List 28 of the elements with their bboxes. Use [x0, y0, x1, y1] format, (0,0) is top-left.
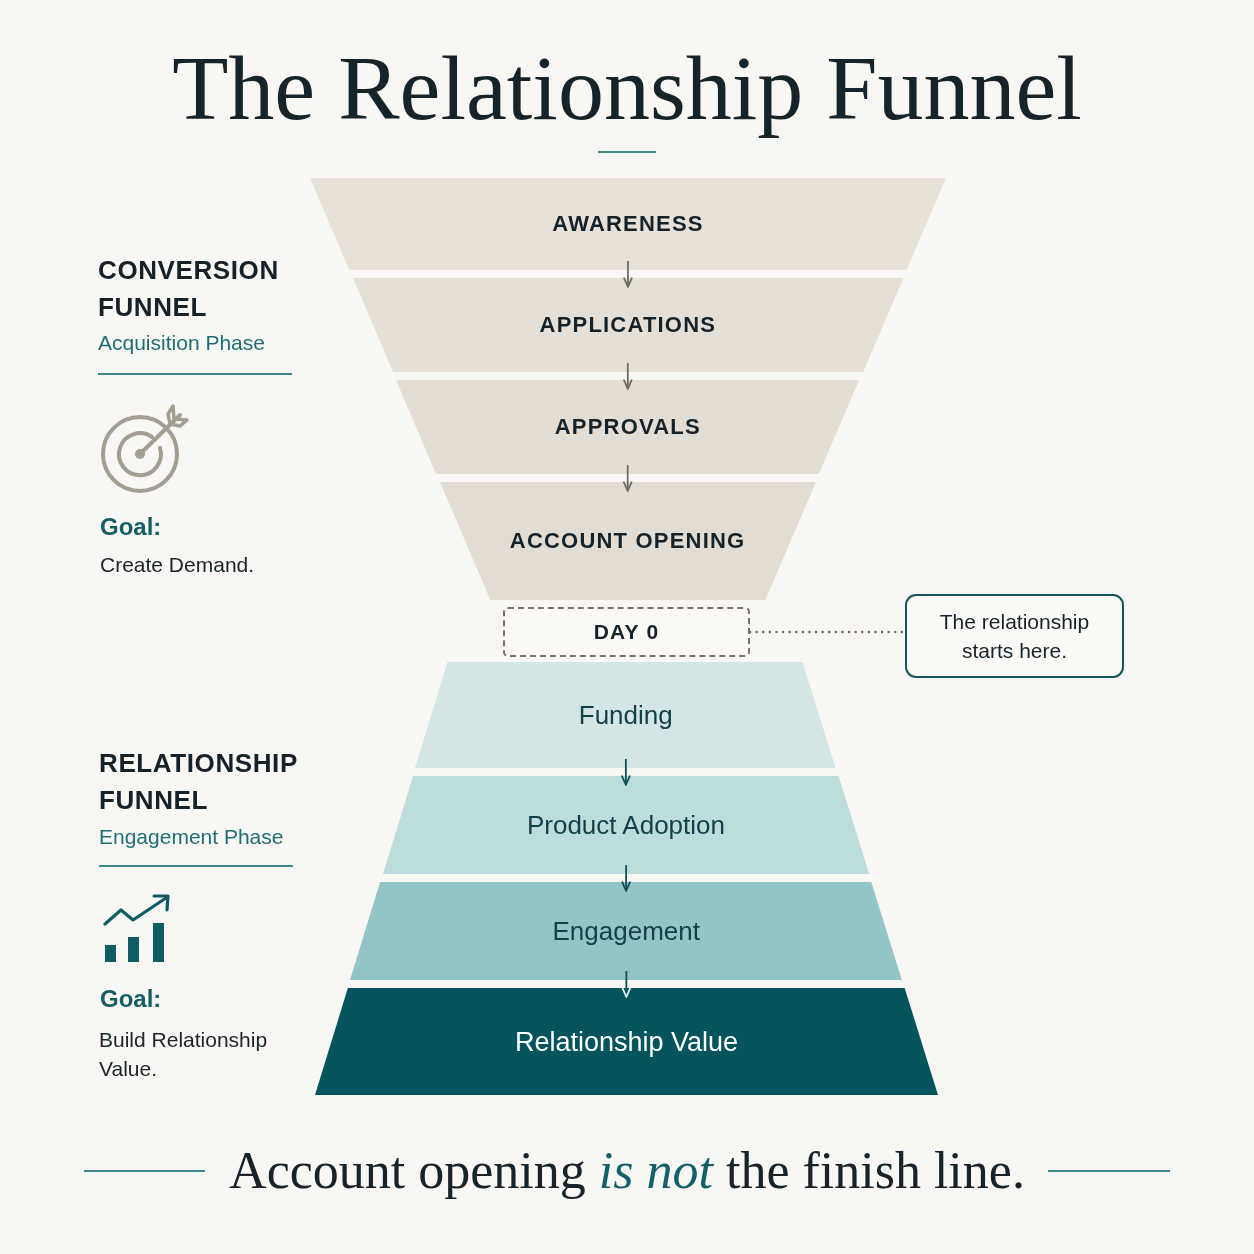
goal-heading: Goal: [100, 985, 162, 1012]
section-heading: CONVERSION FUNNEL [98, 255, 279, 322]
goal-text: Create Demand. [100, 553, 255, 576]
arrow [622, 464, 633, 492]
arrow [621, 970, 632, 998]
stage-label: Relationship Value [514, 1025, 739, 1059]
stage-label: AWARENESS [552, 210, 704, 238]
stage-label: Engagement [552, 915, 700, 947]
section-heading: RELATIONSHIP FUNNEL [99, 748, 298, 815]
arrow [621, 758, 631, 786]
arrow [621, 864, 631, 892]
stage-label: APPROVALS [554, 413, 701, 441]
caption: Account opening is not the finish line. [229, 1142, 1025, 1199]
arrow [623, 260, 633, 288]
phase-subtitle: Acquisition Phase [98, 331, 265, 354]
goal-heading: Goal: [100, 513, 162, 540]
arrow [623, 362, 633, 390]
title: The Relationship Funnel [172, 37, 1082, 139]
stage-label: ACCOUNT OPENING [509, 527, 746, 555]
callout-text: The relationship starts here. [938, 609, 1091, 664]
dashed-box [503, 607, 750, 657]
stage-label: Product Adoption [526, 809, 725, 841]
callout-box [905, 594, 1124, 678]
phase-subtitle: Engagement Phase [99, 825, 284, 848]
stage-label: APPLICATIONS [539, 311, 717, 339]
goal-text: Build Relationship Value. [99, 1028, 268, 1080]
day-label: DAY 0 [593, 620, 660, 644]
stage-label: Funding [578, 699, 673, 731]
